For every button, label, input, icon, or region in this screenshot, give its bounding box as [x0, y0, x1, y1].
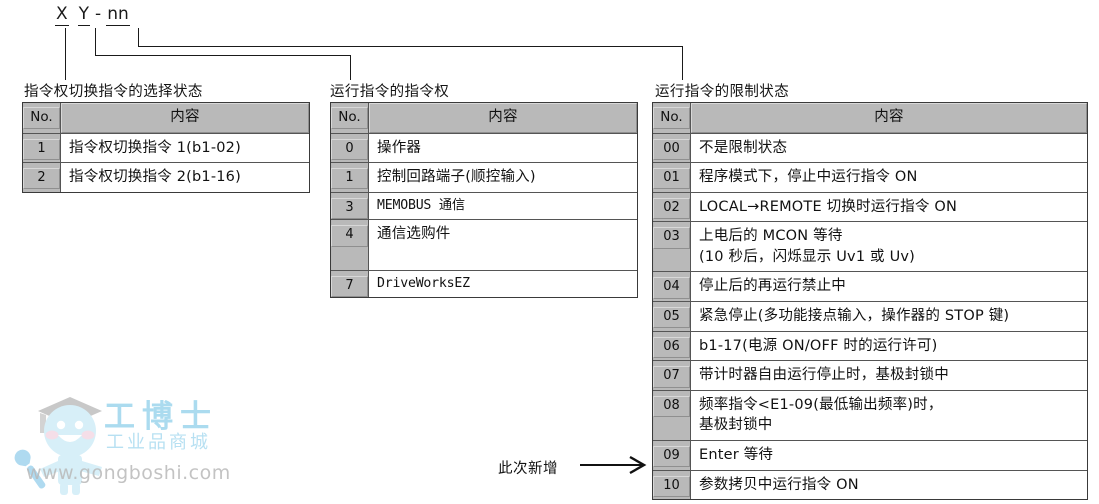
- row-no: 01: [653, 163, 691, 192]
- row-no: 02: [653, 192, 691, 222]
- table-row: 10 参数拷贝中运行指令 ON: [653, 469, 1087, 500]
- row-content: 操作器: [369, 133, 637, 163]
- row-no: 4: [331, 220, 369, 270]
- row-no: 04: [653, 272, 691, 302]
- header-cell-content: 内容: [369, 103, 637, 133]
- leader-line-y-horizontal: [95, 55, 351, 57]
- row-no: 00: [653, 133, 691, 163]
- table-row: 05 紧急停止(多功能接点输入，操作器的 STOP 键): [653, 301, 1087, 331]
- table-run-command-authority: No. 内容 0 操作器 1 控制回路端子(顺控输入) 3 MEMOBUS 通信…: [330, 102, 638, 299]
- row-content: LOCAL→REMOTE 切换时运行指令 ON: [691, 192, 1087, 222]
- row-content: 上电后的 MCON 等待(10 秒后，闪烁显示 Uv1 或 Uv): [691, 222, 1087, 272]
- table-row: 07 带计时器自由运行停止时，基极封锁中: [653, 360, 1087, 390]
- annotation-label: 此次新增: [498, 461, 558, 477]
- row-content: Enter 等待: [691, 440, 1087, 470]
- table-row: 06 b1-17(电源 ON/OFF 时的运行许可): [653, 330, 1087, 361]
- leader-line-nn-horizontal: [138, 46, 683, 48]
- notation-token-x: X: [55, 4, 69, 26]
- watermark-brand: 工博士: [104, 399, 218, 435]
- watermark-url: www.gongboshi.com: [26, 462, 231, 484]
- row-no: 1: [331, 163, 369, 192]
- notation-token-y: Y: [77, 4, 91, 26]
- leader-line-nn-vertical: [138, 28, 140, 47]
- table-row: 7 DriveWorksEZ: [331, 269, 637, 298]
- table-row: 4 通信选购件: [331, 219, 637, 270]
- table-row: 2 指令权切换指令 2(b1-16): [23, 162, 309, 192]
- table-row: 04 停止后的再运行禁止中: [653, 271, 1087, 302]
- table-run-command-limit-status: No. 内容 00 不是限制状态 01 程序模式下，停止中运行指令 ON 02 …: [652, 102, 1088, 501]
- table-command-switch-selection: No. 内容 1 指令权切换指令 1(b1-02) 2 指令权切换指令 2(b1…: [22, 102, 310, 193]
- table-row: 03 上电后的 MCON 等待(10 秒后，闪烁显示 Uv1 或 Uv): [653, 221, 1087, 272]
- row-no: 06: [653, 331, 691, 361]
- table-row: 3 MEMOBUS 通信: [331, 191, 637, 220]
- caption-table-1: 指令权切换指令的选择状态: [24, 84, 203, 100]
- table-row: 00 不是限制状态: [653, 132, 1087, 163]
- row-content: 通信选购件: [369, 220, 637, 270]
- leader-line-y-drop: [350, 55, 352, 80]
- notation-token-nn: nn: [106, 4, 130, 26]
- table-row: 1 指令权切换指令 1(b1-02): [23, 132, 309, 163]
- table-row: 08 频率指令<E1-09(最低输出频率)时，基极封锁中: [653, 389, 1087, 440]
- header-cell-no: No.: [331, 103, 369, 133]
- row-content: b1-17(电源 ON/OFF 时的运行许可): [691, 331, 1087, 361]
- header-cell-no: No.: [23, 103, 61, 133]
- watermark-tagline: 工业品商城: [106, 432, 211, 453]
- row-no: 08: [653, 390, 691, 440]
- table-header-row: No. 内容: [23, 103, 309, 133]
- caption-table-2: 运行指令的指令权: [330, 84, 450, 100]
- table-row: 01 程序模式下，停止中运行指令 ON: [653, 162, 1087, 192]
- row-content: 程序模式下，停止中运行指令 ON: [691, 163, 1087, 192]
- row-content: DriveWorksEZ: [369, 270, 637, 298]
- annotation-arrow-icon: [580, 455, 647, 475]
- row-no: 7: [331, 270, 369, 298]
- row-no: 07: [653, 361, 691, 390]
- row-content: 指令权切换指令 1(b1-02): [61, 133, 309, 163]
- table-row: 1 控制回路端子(顺控输入): [331, 162, 637, 192]
- table-row: 09 Enter 等待: [653, 439, 1087, 470]
- row-no: 0: [331, 133, 369, 163]
- row-no: 10: [653, 470, 691, 500]
- notation-separator: -: [95, 4, 102, 24]
- table-header-row: No. 内容: [653, 103, 1087, 133]
- table-header-row: No. 内容: [331, 103, 637, 133]
- row-content: 控制回路端子(顺控输入): [369, 163, 637, 192]
- leader-line-y-vertical: [95, 28, 97, 56]
- leader-line-x: [65, 28, 67, 80]
- caption-table-3: 运行指令的限制状态: [655, 84, 790, 100]
- row-content: 指令权切换指令 2(b1-16): [61, 163, 309, 192]
- row-content: 参数拷贝中运行指令 ON: [691, 470, 1087, 500]
- row-content: 停止后的再运行禁止中: [691, 272, 1087, 302]
- row-no: 1: [23, 133, 61, 163]
- table-row: 0 操作器: [331, 132, 637, 163]
- header-cell-no: No.: [653, 103, 691, 133]
- header-cell-content: 内容: [61, 103, 309, 133]
- row-content: MEMOBUS 通信: [369, 192, 637, 220]
- row-content: 不是限制状态: [691, 133, 1087, 163]
- row-content: 频率指令<E1-09(最低输出频率)时，基极封锁中: [691, 390, 1087, 440]
- row-no: 05: [653, 302, 691, 331]
- row-no: 2: [23, 163, 61, 192]
- leader-line-nn-drop: [682, 46, 684, 80]
- row-no: 3: [331, 192, 369, 220]
- row-no: 03: [653, 222, 691, 272]
- header-cell-content: 内容: [691, 103, 1087, 133]
- table-row: 02 LOCAL→REMOTE 切换时运行指令 ON: [653, 191, 1087, 222]
- row-content: 带计时器自由运行停止时，基极封锁中: [691, 361, 1087, 390]
- row-no: 09: [653, 440, 691, 470]
- row-content: 紧急停止(多功能接点输入，操作器的 STOP 键): [691, 302, 1087, 331]
